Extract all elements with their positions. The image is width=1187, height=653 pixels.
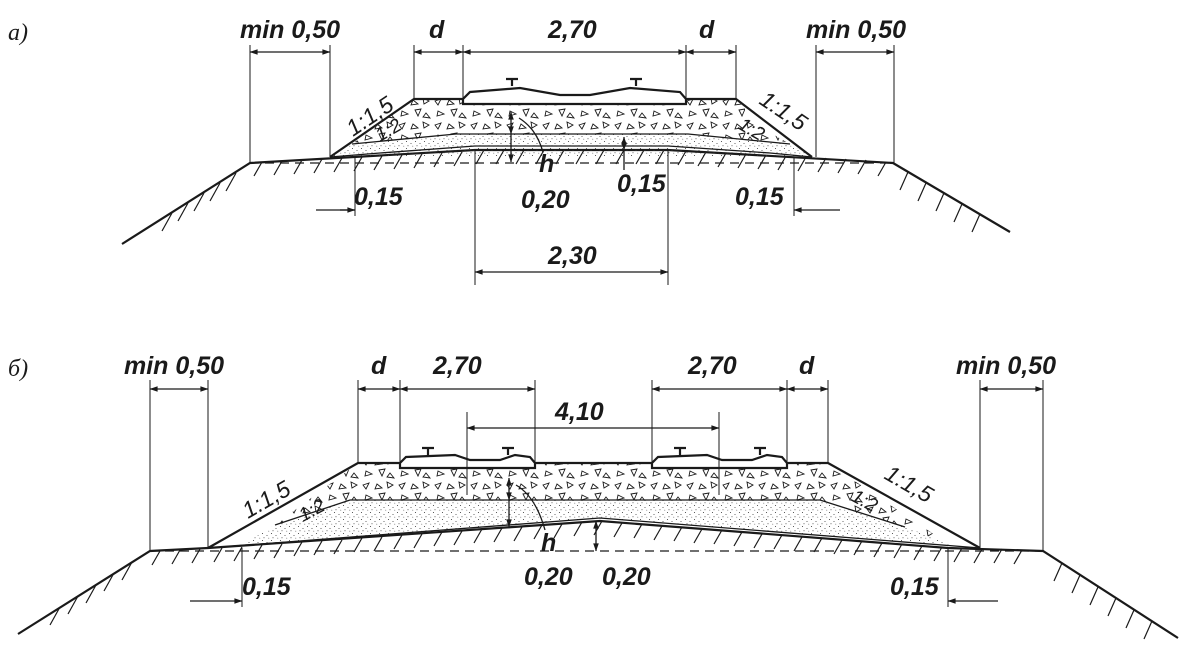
panel-a-bottom-width: 2,30	[547, 242, 597, 270]
panel-b-min-left-label: min 0,50	[124, 352, 224, 380]
panel-a-depth-sand: 0,15	[617, 170, 667, 198]
panel-b-h-label: h	[541, 529, 556, 557]
panel-b-min-right-label: min 0,50	[956, 352, 1056, 380]
panel-b-sleeper-right	[650, 446, 789, 470]
panel-a-ballast-layer	[352, 99, 812, 157]
panel-b-offset-right: 0,15	[890, 573, 940, 601]
panel-a-min-left-label: min 0,50	[240, 16, 340, 44]
panel-b-depth-center: 0,20	[602, 563, 651, 591]
panel-a-offset-right: 0,15	[735, 183, 785, 211]
panel-b-d-left-label: d	[371, 352, 387, 380]
panel-a-depth-ballast: 0,20	[521, 186, 570, 214]
panel-a: а)	[8, 16, 1011, 285]
panel-b-track-left-label: 2,70	[432, 352, 482, 380]
panel-b-track-spacing-label: 4,10	[554, 398, 604, 426]
panel-a-top-width-label: 2,70	[547, 16, 597, 44]
panel-a-min-right-label: min 0,50	[806, 16, 906, 44]
panel-b-depth-ballast: 0,20	[524, 563, 573, 591]
panel-a-label: а)	[8, 20, 28, 46]
panel-b-d-right-label: d	[799, 352, 815, 380]
panel-a-layer-boundary	[351, 133, 791, 145]
panel-b-track-right-label: 2,70	[687, 352, 737, 380]
panel-b-slope-outer-right: 1:1,5	[881, 460, 938, 508]
panel-b-offset-left: 0,15	[242, 573, 292, 601]
panel-b-ground	[17, 519, 1179, 640]
panel-a-subgrade-line	[329, 145, 813, 158]
panel-b-label: б)	[8, 356, 28, 382]
panel-a-offset-left: 0,15	[354, 183, 404, 211]
panel-b: б)	[8, 352, 1179, 640]
panel-a-d-right-label: d	[699, 16, 715, 44]
panel-b-layer-boundary	[274, 499, 906, 528]
panel-a-h-label: h	[539, 150, 554, 178]
panel-b-sleeper-left	[398, 446, 537, 470]
panel-b-subgrade-line	[207, 517, 981, 549]
panel-a-sleeper	[461, 77, 688, 106]
panel-b-dimension-lines	[149, 380, 1044, 607]
panel-b-sand-layer	[242, 500, 950, 545]
panel-b-ballast-layer	[275, 463, 950, 545]
panel-a-dimension-lines	[249, 45, 895, 285]
panel-a-d-left-label: d	[429, 16, 445, 44]
